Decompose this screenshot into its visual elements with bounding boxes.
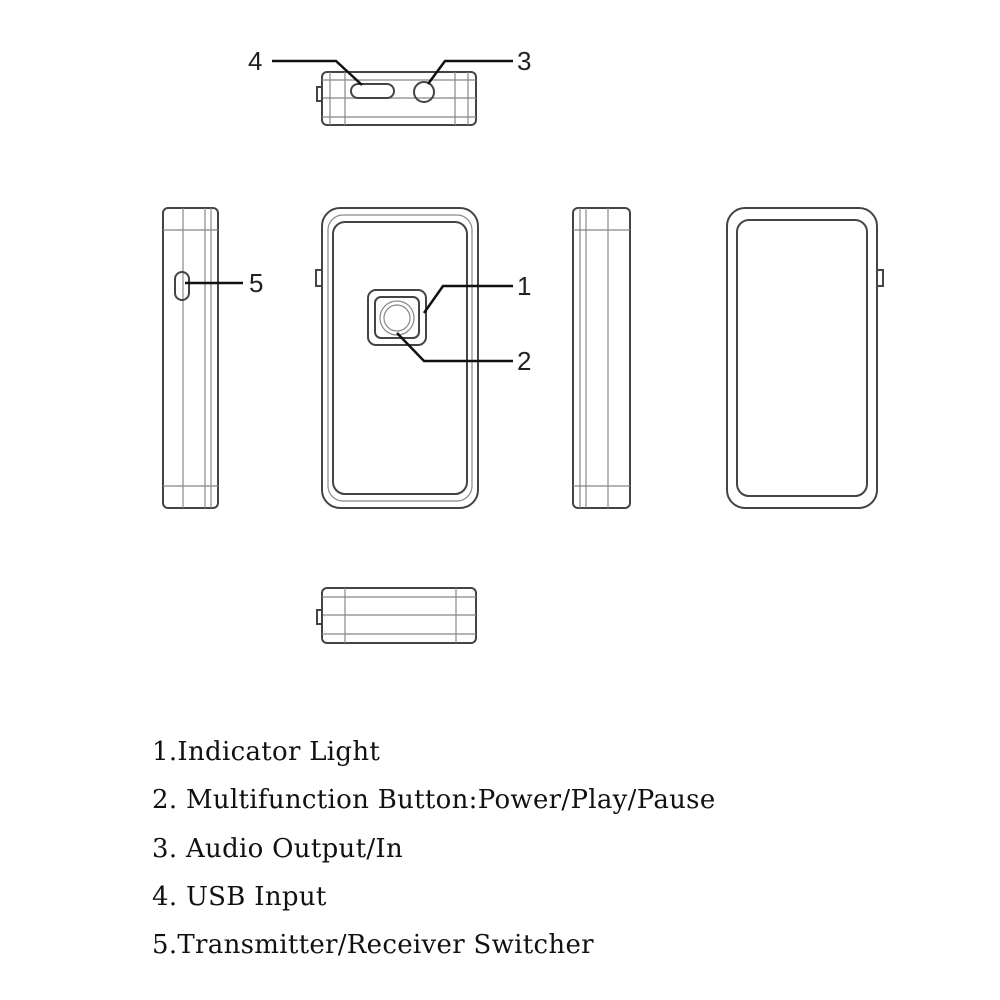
multifunction-button	[379, 300, 415, 336]
legend-item-multifunction-button: 2. Multifunction Button:Power/Play/Pause	[152, 785, 716, 816]
button-frame	[367, 289, 427, 346]
back-view	[726, 207, 884, 509]
callout-2: 2	[517, 346, 531, 376]
callout-1: 1	[517, 271, 531, 301]
mode-switch	[174, 271, 190, 301]
legend-item-audio: 3. Audio Output/In	[152, 833, 403, 864]
usb-port	[350, 83, 395, 99]
callout-4: 4	[248, 46, 262, 76]
right-side-view	[572, 207, 631, 509]
callout-3: 3	[517, 46, 531, 76]
legend-item-indicator-light: 1.Indicator Light	[152, 737, 381, 767]
front-view	[315, 207, 513, 509]
audio-jack	[413, 81, 435, 103]
callout-5: 5	[249, 268, 263, 298]
left-side-view	[162, 207, 243, 509]
legend-item-switcher: 5.Transmitter/Receiver Switcher	[152, 930, 594, 961]
legend-item-usb: 4. USB Input	[152, 881, 327, 912]
top-view	[272, 59, 513, 126]
legend: 1.Indicator Light 2. Multifunction Butto…	[152, 728, 716, 969]
bottom-view	[316, 587, 477, 644]
